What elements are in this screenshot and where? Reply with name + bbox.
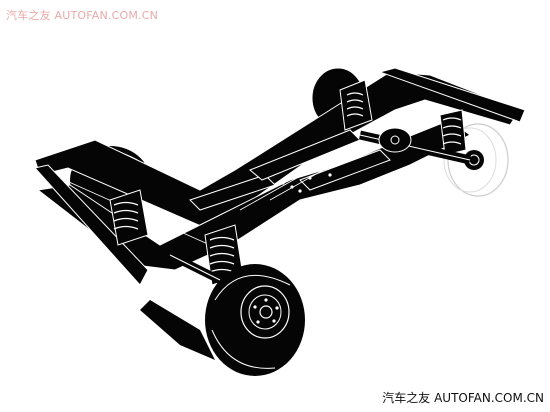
- ladder-frame: [34, 67, 526, 286]
- bottom-watermark: 汽车之友 AUTOFAN.COM.CN: [382, 391, 544, 405]
- rear-suspension: [339, 79, 471, 165]
- front-right-wheel: [205, 264, 305, 376]
- ground-shadow: [140, 300, 215, 360]
- top-watermark: 汽车之友 AUTOFAN.COM.CN: [6, 9, 159, 22]
- rear-right-wheel-outline: [443, 123, 509, 197]
